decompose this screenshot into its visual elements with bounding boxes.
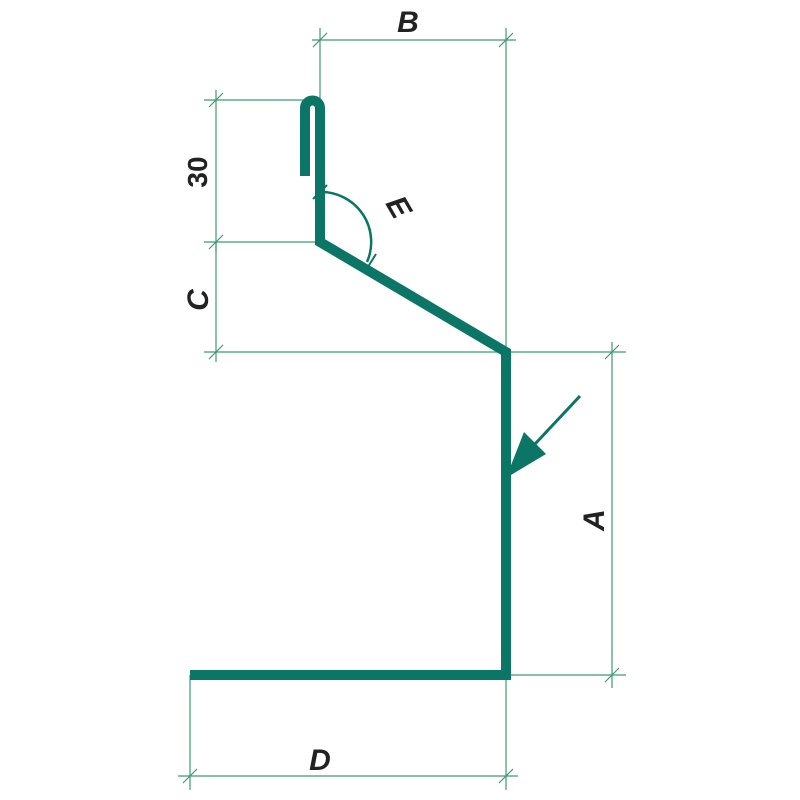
dimension-b: B — [312, 6, 516, 352]
profile-path — [190, 95, 511, 680]
dimension-a: A — [506, 342, 626, 688]
dimension-d: D — [178, 675, 518, 790]
dimension-c-tick-bottom — [208, 344, 224, 360]
dimension-b-tick-right — [498, 32, 514, 48]
flashing-profile — [190, 95, 511, 680]
arrow-shaft — [533, 394, 582, 446]
label-b: B — [397, 6, 419, 39]
dimension-b-tick-left — [312, 32, 328, 48]
label-a: A — [578, 509, 611, 532]
label-c: C — [182, 288, 215, 311]
arrow-head — [506, 432, 546, 478]
dimension-a-tick-bottom — [604, 667, 620, 683]
angle-e: E — [312, 184, 418, 271]
angle-e-arc — [319, 190, 373, 263]
dimension-c: C — [182, 242, 500, 362]
dimension-a-tick-top — [604, 344, 620, 360]
label-30: 30 — [182, 156, 213, 187]
label-e: E — [379, 190, 418, 225]
dimension-d-tick-right — [498, 768, 514, 784]
dimension-d-tick-left — [182, 768, 198, 784]
direction-arrow — [506, 394, 582, 478]
dimension-30-tick-top — [208, 92, 224, 108]
label-d: D — [309, 744, 331, 777]
dimension-30: 30 — [182, 90, 320, 252]
